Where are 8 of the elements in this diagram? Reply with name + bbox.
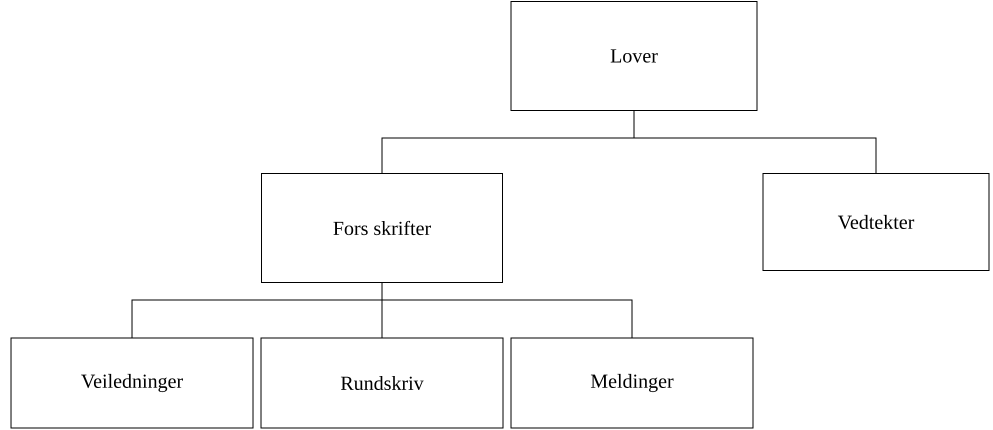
connector	[634, 110, 876, 174]
text-box: Veiledninger	[10, 338, 254, 428]
text-box: Fors skrifter	[261, 173, 503, 283]
text-box: Rundskriv	[260, 338, 504, 428]
connector	[382, 282, 632, 338]
text-box: Lover	[510, 1, 758, 111]
text-box: Vedtekter	[762, 173, 990, 271]
text-box: Meldinger	[510, 338, 754, 428]
